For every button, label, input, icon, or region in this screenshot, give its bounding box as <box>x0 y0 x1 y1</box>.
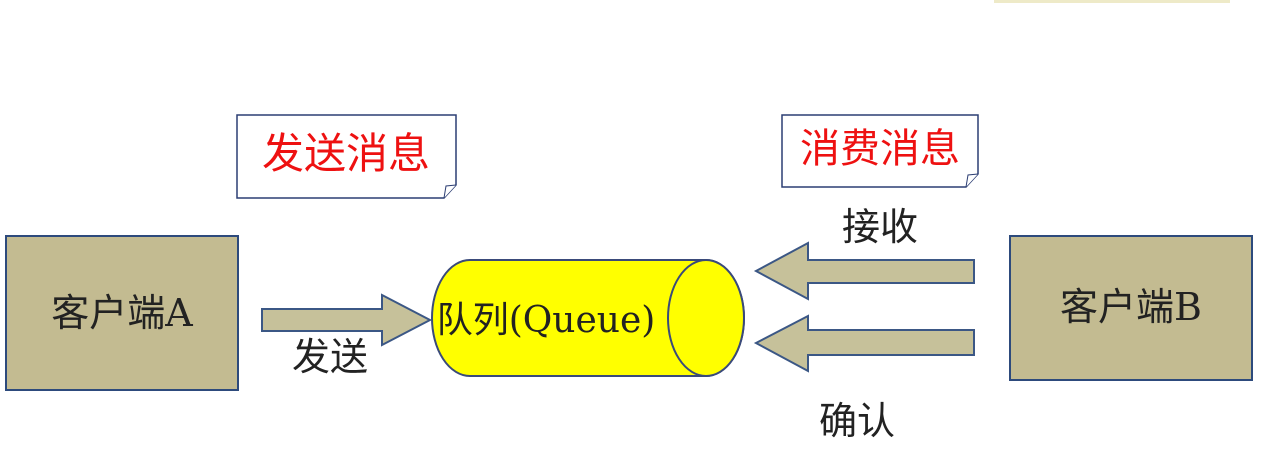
consume-message-note-label: 消费消息 <box>800 126 960 172</box>
receive-edge-label: 接收 <box>842 205 918 249</box>
client-a-label: 客户端A <box>51 291 193 335</box>
client-b-node: 客户端B <box>1009 235 1253 381</box>
send-message-note-fold <box>443 184 457 199</box>
queue-node: 队列(Queue) <box>431 259 745 377</box>
consume-message-note: 消费消息 <box>781 114 979 188</box>
client-b-box <box>1009 235 1253 381</box>
top-right-tab <box>994 0 1230 3</box>
ack-arrow <box>753 314 975 373</box>
queue-label: 队列(Queue) <box>437 300 656 341</box>
send-edge-label: 发送 <box>292 335 368 379</box>
client-b-label: 客户端B <box>1060 285 1202 329</box>
consume-message-note-fold <box>965 173 979 188</box>
client-a-box <box>5 235 239 391</box>
send-arrow <box>261 293 433 347</box>
receive-arrow <box>753 241 975 301</box>
ack-edge-label: 确认 <box>819 399 895 443</box>
send-message-note-label: 发送消息 <box>262 129 430 178</box>
send-message-note: 发送消息 <box>236 114 457 199</box>
queue-cylinder-end <box>667 259 745 377</box>
client-a-node: 客户端A <box>5 235 239 391</box>
